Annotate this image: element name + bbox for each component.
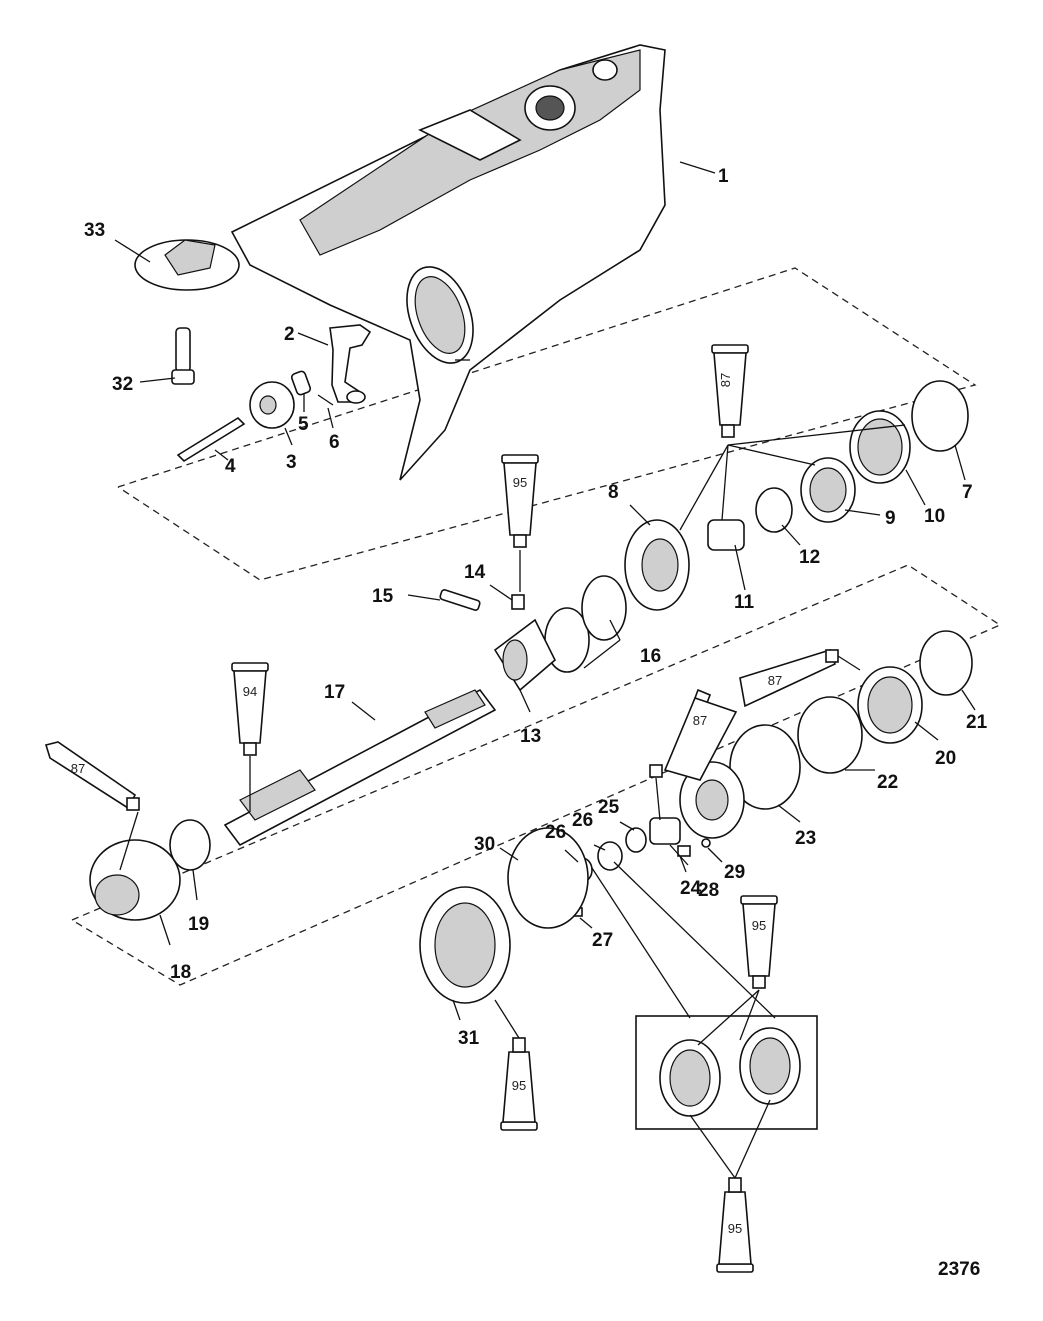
tube-label: 95 <box>513 475 527 490</box>
leader-lines <box>114 161 976 1021</box>
gear-housing <box>230 44 666 481</box>
callout-14: 14 <box>464 562 486 583</box>
callout-25: 25 <box>598 797 620 818</box>
reverse-gear-bearing <box>169 819 211 871</box>
callout-30: 30 <box>474 834 495 855</box>
upper-dashed-boundary <box>117 267 977 581</box>
tube-label: 87 <box>693 713 707 728</box>
callout-4: 4 <box>225 456 236 477</box>
callout-24: 24 <box>680 878 702 899</box>
callout-1: 1 <box>718 166 729 187</box>
tube-label: 87 <box>718 373 733 387</box>
tube-label: 95 <box>728 1221 742 1236</box>
grease-tube-95-lower: 95 <box>689 1099 771 1273</box>
callout-8: 8 <box>608 482 619 503</box>
callout-13: 13 <box>520 726 541 747</box>
callout-10: 10 <box>924 506 945 527</box>
callout-11: 11 <box>734 592 755 613</box>
clutch-dog <box>493 618 556 692</box>
propeller-shaft <box>223 688 497 847</box>
callout-21: 21 <box>966 712 988 733</box>
callout-22: 22 <box>877 772 898 793</box>
thrust-hub-and-nut <box>419 827 589 1004</box>
callout-7: 7 <box>962 482 973 503</box>
callout-9: 9 <box>885 508 896 529</box>
shift-lever <box>329 324 372 404</box>
bearing-sleeve <box>707 487 793 551</box>
tube-label: 87 <box>71 761 85 776</box>
callout-20: 20 <box>935 748 956 769</box>
tube-label: 94 <box>243 684 257 699</box>
retaining-rings <box>544 575 627 673</box>
bearing-carrier-bearings <box>797 630 973 774</box>
callout-15: 15 <box>372 586 394 607</box>
reverse-gear <box>89 839 181 921</box>
forward-bearing-race <box>800 380 969 523</box>
grease-tube-87-left: 87 <box>44 741 140 871</box>
bolt <box>171 327 195 385</box>
figure-number: 2376 <box>938 1259 980 1280</box>
tube-label: 95 <box>752 918 766 933</box>
grease-tube-95-bottom: 95 <box>494 999 538 1131</box>
lower-dashed-boundary <box>71 564 1002 986</box>
callout-28: 28 <box>698 880 719 901</box>
grease-tube-95-right: 95 <box>697 895 778 1046</box>
cross-pin <box>439 589 525 611</box>
bearing-carrier <box>679 724 801 839</box>
callout-29: 29 <box>724 862 745 883</box>
callout-12: 12 <box>799 547 820 568</box>
forward-gear <box>624 519 690 611</box>
callout-27: 27 <box>592 930 613 951</box>
callout-33: 33 <box>84 220 105 241</box>
callout-17: 17 <box>324 682 345 703</box>
callout-5: 5 <box>298 414 309 435</box>
callout-18: 18 <box>170 962 191 983</box>
anode-plate <box>134 239 240 291</box>
callout-32: 32 <box>112 374 133 395</box>
callout-23: 23 <box>795 828 816 849</box>
callout-labels: 1 33 32 2 3 4 5 6 7 8 9 10 11 12 13 14 1… <box>84 166 988 1049</box>
callout-19: 19 <box>188 914 209 935</box>
grease-tube-94: 94 <box>231 662 269 812</box>
callout-31: 31 <box>458 1028 480 1049</box>
shift-cam-assembly <box>176 370 334 463</box>
callout-26-right: 26 <box>572 810 593 831</box>
callout-16: 16 <box>640 646 661 667</box>
callout-6: 6 <box>329 432 340 453</box>
callout-2: 2 <box>284 324 295 345</box>
tube-label: 95 <box>512 1078 526 1093</box>
seal-detail-box <box>591 861 818 1130</box>
grease-tube-87-right: 87 <box>739 649 861 708</box>
grease-tube-87-center: 87 <box>649 688 738 821</box>
grease-tube-87-top: 87 <box>679 344 906 531</box>
callout-3: 3 <box>286 452 297 473</box>
grease-tube-95-mid: 95 <box>501 454 539 592</box>
callout-26-left: 26 <box>545 822 566 843</box>
tube-label: 87 <box>768 673 782 688</box>
